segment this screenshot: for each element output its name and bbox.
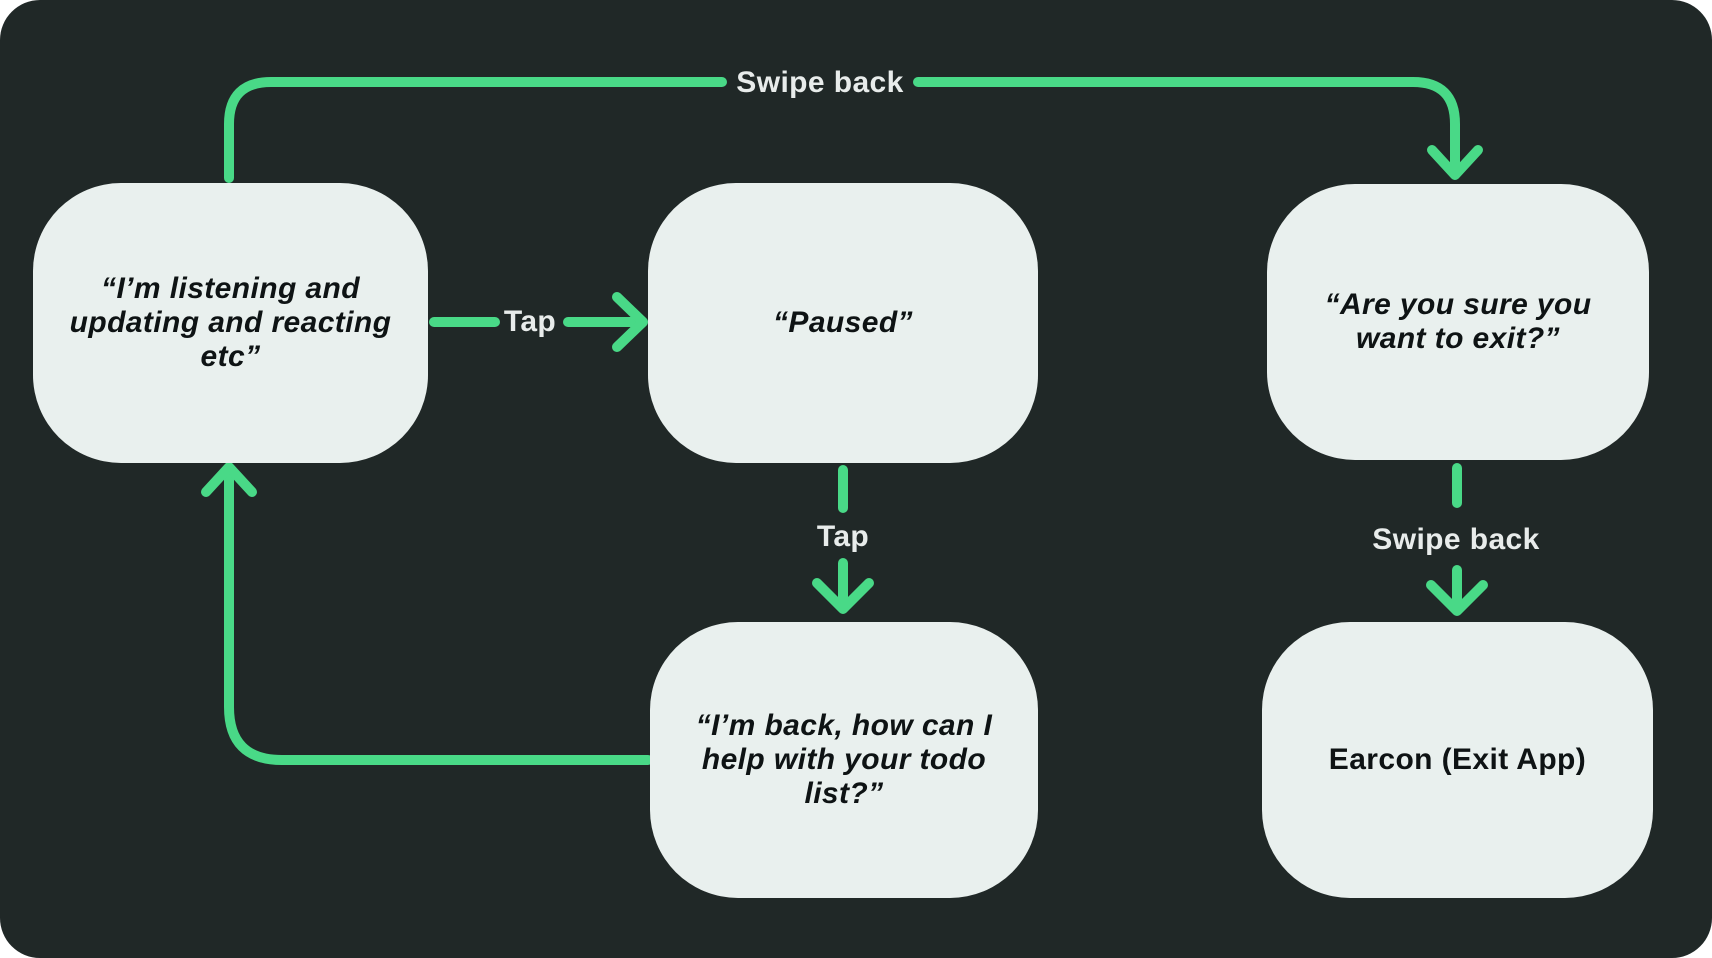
- edge-swipe-back-exit-arrowhead: [1426, 580, 1488, 616]
- node-listening: “I’m listening and updating and reacting…: [33, 183, 428, 463]
- edge-label-tap-pause: Tap: [503, 305, 557, 338]
- edge-swipe-back-top-segment-right: [913, 77, 1460, 179]
- edge-tap-pause-arrowhead: [612, 292, 648, 352]
- node-back-todo: “I’m back, how can I help with your todo…: [650, 622, 1038, 898]
- edge-label-tap-resume: Tap: [816, 520, 870, 553]
- edge-label-swipe-back-exit: Swipe back: [1372, 523, 1540, 556]
- node-earcon: Earcon (Exit App): [1262, 622, 1653, 898]
- edge-swipe-back-top-arrowhead: [1427, 145, 1483, 180]
- node-confirm-exit-text: “Are you sure you want to exit?”: [1324, 288, 1592, 355]
- edge-label-swipe-back-top: Swipe back: [736, 66, 904, 99]
- edge-resume-loop-arrowhead: [201, 462, 257, 497]
- node-listening-text: “I’m listening and updating and reacting…: [69, 272, 392, 373]
- node-confirm-exit: “Are you sure you want to exit?”: [1267, 184, 1649, 460]
- node-back-todo-text: “I’m back, how can I help with your todo…: [695, 709, 993, 810]
- node-paused-text: “Paused”: [773, 306, 913, 340]
- edge-swipe-back-top-segment-left: [224, 77, 727, 183]
- node-earcon-text: Earcon (Exit App): [1328, 743, 1587, 777]
- node-paused: “Paused”: [648, 183, 1038, 463]
- edge-resume-loop-line: [224, 467, 653, 765]
- edge-tap-resume-arrowhead: [812, 578, 874, 614]
